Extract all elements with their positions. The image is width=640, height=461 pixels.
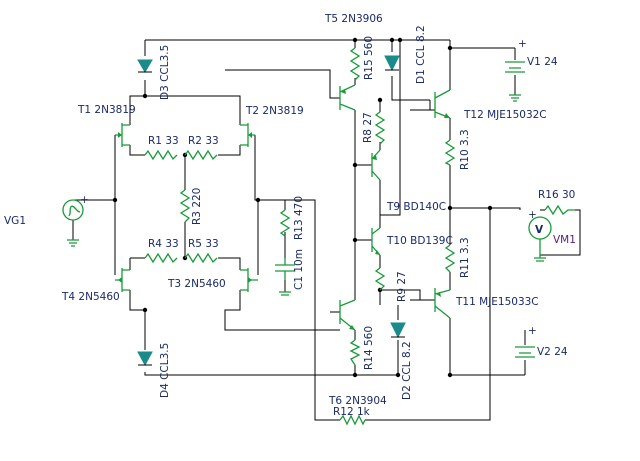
diode-d4 bbox=[137, 351, 153, 367]
label-r12: R12 1k bbox=[333, 406, 371, 418]
label-t9: T9 BD140C bbox=[386, 201, 446, 213]
transistor-t6 bbox=[339, 299, 356, 331]
label-d1: D1 CCL 8.2 bbox=[415, 25, 427, 84]
plus-mark-vm1: + bbox=[528, 209, 537, 221]
resistor-r10 bbox=[444, 139, 456, 166]
label-r2: R2 33 bbox=[188, 135, 219, 147]
resistor-r13 bbox=[279, 209, 291, 237]
resistor-r4 bbox=[144, 252, 178, 264]
label-d4: D4 CCL3.5 bbox=[159, 343, 171, 398]
diode-d2 bbox=[390, 322, 406, 339]
label-r1: R1 33 bbox=[148, 135, 179, 147]
plus-mark-vg1: + bbox=[80, 194, 89, 206]
resistor-r5 bbox=[184, 252, 218, 264]
label-d3: D3 CCL3.5 bbox=[159, 45, 171, 100]
label-v1: V1 24 bbox=[527, 56, 558, 68]
label-t11: T11 MJE15033C bbox=[455, 296, 539, 308]
transistor-t5 bbox=[339, 84, 356, 111]
label-t10: T10 BD139C bbox=[386, 235, 453, 247]
label-vm1: VM1 bbox=[553, 234, 576, 246]
label-t4: T4 2N5460 bbox=[61, 291, 120, 303]
transistor-t11 bbox=[434, 288, 451, 319]
diode-d1 bbox=[384, 55, 400, 72]
transistor-t4 bbox=[115, 268, 130, 292]
label-r13: R13 470 bbox=[293, 196, 305, 240]
resistor-r12 bbox=[339, 414, 366, 426]
label-r16: R16 30 bbox=[538, 189, 575, 201]
label-r3: R3 220 bbox=[191, 188, 203, 225]
meter-volt-symbol: V bbox=[535, 224, 544, 236]
capacitor-c1 bbox=[275, 258, 295, 296]
plus-mark-v2: + bbox=[528, 325, 537, 337]
label-t2: T2 2N3819 bbox=[245, 105, 304, 117]
transistor-t1 bbox=[115, 123, 130, 147]
resistor-r11 bbox=[444, 244, 456, 273]
wiring bbox=[72, 39, 581, 421]
diode-d3 bbox=[137, 59, 153, 73]
label-t6: T6 2N3904 bbox=[328, 395, 387, 407]
battery-v1 bbox=[505, 61, 525, 102]
signal-generator-vg1 bbox=[62, 199, 84, 247]
battery-v2 bbox=[515, 346, 535, 358]
label-v2: V2 24 bbox=[537, 346, 568, 358]
label-d2: D2 CCL 8.2 bbox=[401, 341, 413, 400]
resistor-r2 bbox=[184, 149, 218, 161]
transistor-t9 bbox=[371, 149, 381, 181]
voltmeter-vm1 bbox=[528, 216, 552, 262]
label-r14: R14 560 bbox=[363, 326, 375, 370]
resistor-r9 bbox=[374, 267, 386, 291]
resistor-r15 bbox=[349, 47, 361, 81]
label-r9: R9 27 bbox=[396, 271, 408, 302]
transistor-t2 bbox=[240, 123, 255, 147]
label-r8: R8 27 bbox=[362, 112, 374, 143]
label-r4: R4 33 bbox=[148, 238, 179, 250]
transistor-t12 bbox=[434, 89, 451, 119]
resistor-r14 bbox=[349, 339, 361, 366]
label-t1: T1 2N3819 bbox=[77, 104, 136, 116]
transistor-t3 bbox=[240, 268, 258, 292]
resistor-r1 bbox=[144, 149, 178, 161]
resistor-r8 bbox=[374, 111, 386, 145]
label-r5: R5 33 bbox=[188, 238, 219, 250]
label-r15: R15 560 bbox=[363, 36, 375, 80]
label-r10: R10 3.3 bbox=[459, 129, 471, 170]
label-t5: T5 2N3906 bbox=[324, 13, 383, 25]
label-c1: C1 10m bbox=[293, 249, 305, 290]
label-r11: R11 3.3 bbox=[459, 237, 471, 278]
label-vg1: VG1 bbox=[4, 215, 26, 227]
label-t12: T12 MJE15032C bbox=[463, 109, 547, 121]
label-t3: T3 2N5460 bbox=[167, 278, 226, 290]
resistor-r16 bbox=[544, 204, 575, 216]
plus-mark-v1: + bbox=[518, 38, 527, 50]
resistor-r3 bbox=[179, 189, 191, 223]
transistor-t10 bbox=[371, 227, 381, 256]
